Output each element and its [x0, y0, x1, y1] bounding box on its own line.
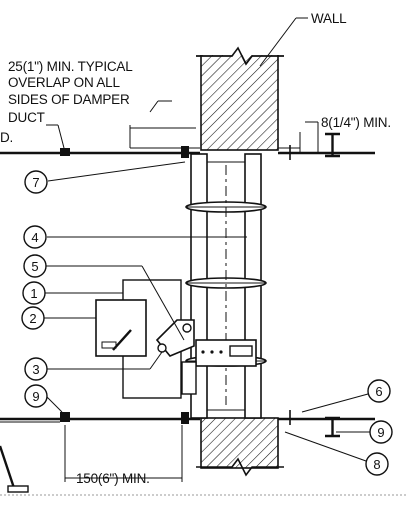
duct-bottom-line	[0, 410, 375, 425]
callout-5: 5	[23, 254, 47, 278]
overlap-dimension	[129, 100, 196, 148]
callout-2: 2	[21, 306, 45, 330]
leader-lines	[44, 17, 370, 462]
duct-top-line	[0, 145, 375, 160]
callout-5-label: 5	[31, 259, 38, 274]
callout-4-label: 4	[31, 230, 38, 245]
overlap-label-line3: SIDES OF DAMPER	[8, 92, 130, 107]
duct-prefix-label: D.	[0, 130, 13, 145]
bolt-right	[325, 416, 340, 438]
callout-9-right: 9	[369, 420, 393, 444]
callout-8-label: 8	[373, 457, 380, 472]
callout-9-left-label: 9	[32, 389, 39, 404]
actuator-assembly	[95, 279, 257, 399]
callout-1: 1	[22, 281, 46, 305]
distance-dimension	[64, 425, 183, 482]
callout-7-label: 7	[32, 175, 39, 190]
wall-upper	[196, 36, 284, 151]
callout-9-right-label: 9	[377, 425, 384, 440]
callout-3-label: 3	[32, 362, 39, 377]
wall-label: WALL	[311, 11, 347, 26]
distance-label: 150(6") MIN.	[76, 471, 150, 486]
callout-7: 7	[24, 170, 48, 194]
wall-lower	[196, 417, 284, 483]
callout-3: 3	[24, 357, 48, 381]
clearance-dimension	[299, 121, 340, 158]
callout-9-left: 9	[24, 384, 48, 408]
callout-4: 4	[23, 225, 47, 249]
clearance-label: 8(1/4") MIN.	[321, 115, 391, 130]
duct-label: DUCT	[8, 110, 45, 125]
callout-6-label: 6	[375, 384, 382, 399]
overlap-label-line2: OVERLAP ON ALL	[8, 75, 120, 90]
overlap-label-line1: 25(1") MIN. TYPICAL	[8, 59, 133, 74]
callout-2-label: 2	[29, 311, 36, 326]
callout-8: 8	[365, 452, 389, 476]
duct-support	[0, 445, 408, 496]
callout-6: 6	[367, 379, 391, 403]
callout-1-label: 1	[30, 286, 37, 301]
